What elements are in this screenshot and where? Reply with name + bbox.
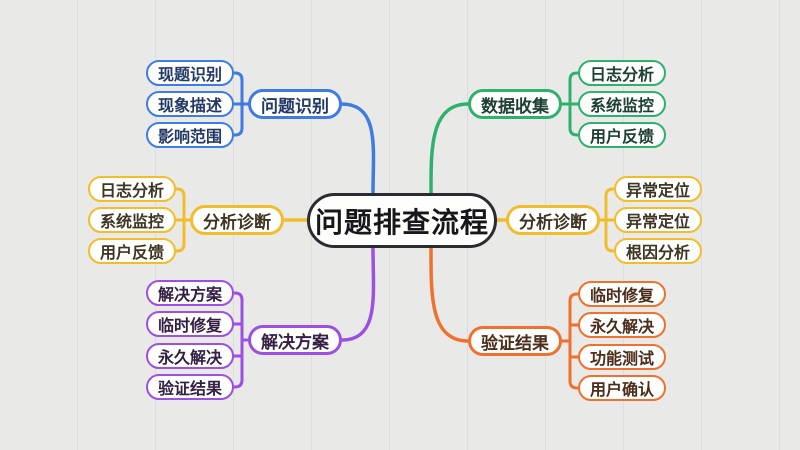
connector-center-to-verify-result — [429, 246, 470, 343]
connector-center-to-solution — [340, 246, 376, 342]
branch-solution[interactable]: 解决方案 — [248, 325, 342, 355]
child-node[interactable]: 异常定位 — [614, 207, 702, 233]
child-node[interactable]: 用户反馈 — [88, 238, 176, 264]
child-node[interactable]: 临时修复 — [578, 281, 666, 307]
child-node[interactable]: 现题识别 — [146, 60, 234, 86]
branch-verify-result[interactable]: 验证结果 — [468, 326, 562, 356]
child-node[interactable]: 临时修复 — [146, 311, 234, 337]
child-node[interactable]: 用户反馈 — [578, 122, 666, 148]
child-node[interactable]: 异常定位 — [614, 176, 702, 202]
child-node[interactable]: 影响范围 — [146, 122, 234, 148]
child-node[interactable]: 日志分析 — [578, 60, 666, 86]
center-node[interactable]: 问题排查流程 — [307, 193, 497, 248]
connector-center-to-data-collection — [429, 102, 470, 195]
connector-center-to-problem-identify — [340, 102, 376, 195]
child-node[interactable]: 永久解决 — [146, 343, 234, 369]
branch-data-collection[interactable]: 数据收集 — [468, 89, 562, 119]
child-node[interactable]: 解决方案 — [146, 280, 234, 306]
child-node[interactable]: 系统监控 — [578, 91, 666, 117]
child-node[interactable]: 系统监控 — [88, 207, 176, 233]
branch-analyze-diagnose-left[interactable]: 分析诊断 — [190, 205, 284, 235]
child-node[interactable]: 用户确认 — [578, 375, 666, 401]
child-node[interactable]: 日志分析 — [88, 176, 176, 202]
child-node[interactable]: 功能测试 — [578, 344, 666, 370]
child-node[interactable]: 验证结果 — [146, 374, 234, 400]
child-node[interactable]: 现象描述 — [146, 91, 234, 117]
child-node[interactable]: 永久解决 — [578, 312, 666, 338]
branch-analyze-diagnose-right[interactable]: 分析诊断 — [506, 205, 600, 235]
child-node[interactable]: 根因分析 — [614, 238, 702, 264]
branch-problem-identify[interactable]: 问题识别 — [248, 89, 342, 119]
